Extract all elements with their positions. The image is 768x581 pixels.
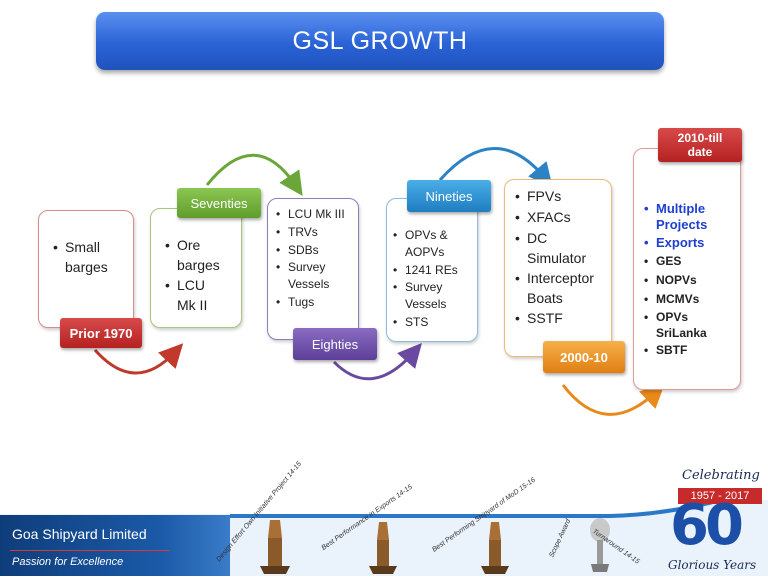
tag-eighties: Eighties bbox=[293, 328, 377, 360]
list-item: NOPVs bbox=[644, 271, 736, 290]
list-item: Survey Vessels bbox=[393, 279, 463, 313]
trophy-icon bbox=[369, 522, 397, 574]
list-item: FPVs bbox=[515, 186, 607, 207]
sixty-numeral: 60 bbox=[670, 493, 744, 558]
card-2000-10: FPVs XFACs DC Simulator Interceptor Boat… bbox=[504, 179, 612, 357]
anniversary-logo: Celebrating 1957 - 2017 60 Glorious Year… bbox=[664, 468, 768, 576]
card-prior-1970: Small barges bbox=[38, 210, 134, 328]
list-item: OPVs SriLanka bbox=[644, 309, 720, 341]
footer-company-bar bbox=[0, 515, 230, 576]
list-item: DC Simulator bbox=[515, 228, 607, 268]
list-item: TRVs bbox=[276, 223, 354, 241]
list-item: GES bbox=[644, 252, 736, 271]
card-2010-till-date: Multiple Projects Exports GES NOPVs MCMV… bbox=[633, 148, 741, 390]
celebrating-text: Celebrating bbox=[682, 468, 760, 483]
trophy-icon bbox=[481, 522, 509, 574]
trophy-icon bbox=[590, 518, 610, 572]
arrow-nineties-to-2000 bbox=[438, 147, 553, 188]
list-item: Tugs bbox=[276, 293, 354, 311]
list-item: LCU Mk II bbox=[165, 275, 227, 315]
list-item: 1241 REs bbox=[393, 261, 473, 279]
footer-divider bbox=[10, 550, 170, 551]
list-item: SDBs bbox=[276, 241, 354, 259]
arrow-seventies-to-eighties bbox=[205, 153, 303, 196]
years-banner: 1957 - 2017 bbox=[678, 488, 762, 504]
award-4: Scope Award Turnaround 14-15 bbox=[548, 500, 650, 576]
list-item-highlight: Exports bbox=[644, 233, 736, 252]
page-title: GSL GROWTH bbox=[96, 12, 664, 70]
list-item: Small barges bbox=[53, 237, 125, 277]
list-item: Ore barges bbox=[165, 235, 227, 275]
list-item: SSTF bbox=[515, 308, 607, 329]
list-item: OPVs & AOPVs bbox=[393, 227, 463, 261]
list-item: LCU Mk III bbox=[276, 205, 354, 223]
tag-2000-10: 2000-10 bbox=[543, 341, 625, 373]
list-item: XFACs bbox=[515, 207, 607, 228]
tag-nineties: Nineties bbox=[407, 180, 491, 212]
glorious-text: Glorious Years bbox=[668, 558, 757, 572]
card-nineties: OPVs & AOPVs 1241 REs Survey Vessels STS bbox=[386, 198, 478, 342]
arrow-prior-to-seventies bbox=[93, 343, 184, 375]
company-tagline: Passion for Excellence bbox=[12, 556, 124, 568]
trophy-icon bbox=[260, 520, 290, 574]
card-seventies: Ore barges LCU Mk II bbox=[150, 208, 242, 328]
award-2: Best Performance in Exports 14-15 bbox=[321, 484, 430, 576]
tag-2010-till-date: 2010-till date bbox=[658, 128, 742, 162]
tag-prior-1970: Prior 1970 bbox=[60, 318, 142, 348]
company-name: Goa Shipyard Limited bbox=[12, 526, 147, 542]
tag-seventies: Seventies bbox=[177, 188, 261, 218]
list-item: Survey Vessels bbox=[276, 259, 346, 293]
award-3: Best Performing Shipyard of MoD 15-16 bbox=[431, 477, 545, 576]
list-item-highlight: Multiple Projects bbox=[644, 201, 734, 233]
list-item: SBTF bbox=[644, 341, 736, 360]
list-item: STS bbox=[393, 313, 473, 331]
connector-arrows bbox=[93, 147, 665, 416]
arrow-eighties-to-nineties bbox=[332, 342, 422, 381]
list-item: Interceptor Boats bbox=[515, 268, 613, 308]
list-item: MCMVs bbox=[644, 290, 736, 309]
card-eighties: LCU Mk III TRVs SDBs Survey Vessels Tugs bbox=[267, 198, 359, 340]
arrow-2000-to-2010 bbox=[561, 383, 665, 416]
award-1: Design Effort Own Initiative Project 14-… bbox=[215, 461, 320, 576]
